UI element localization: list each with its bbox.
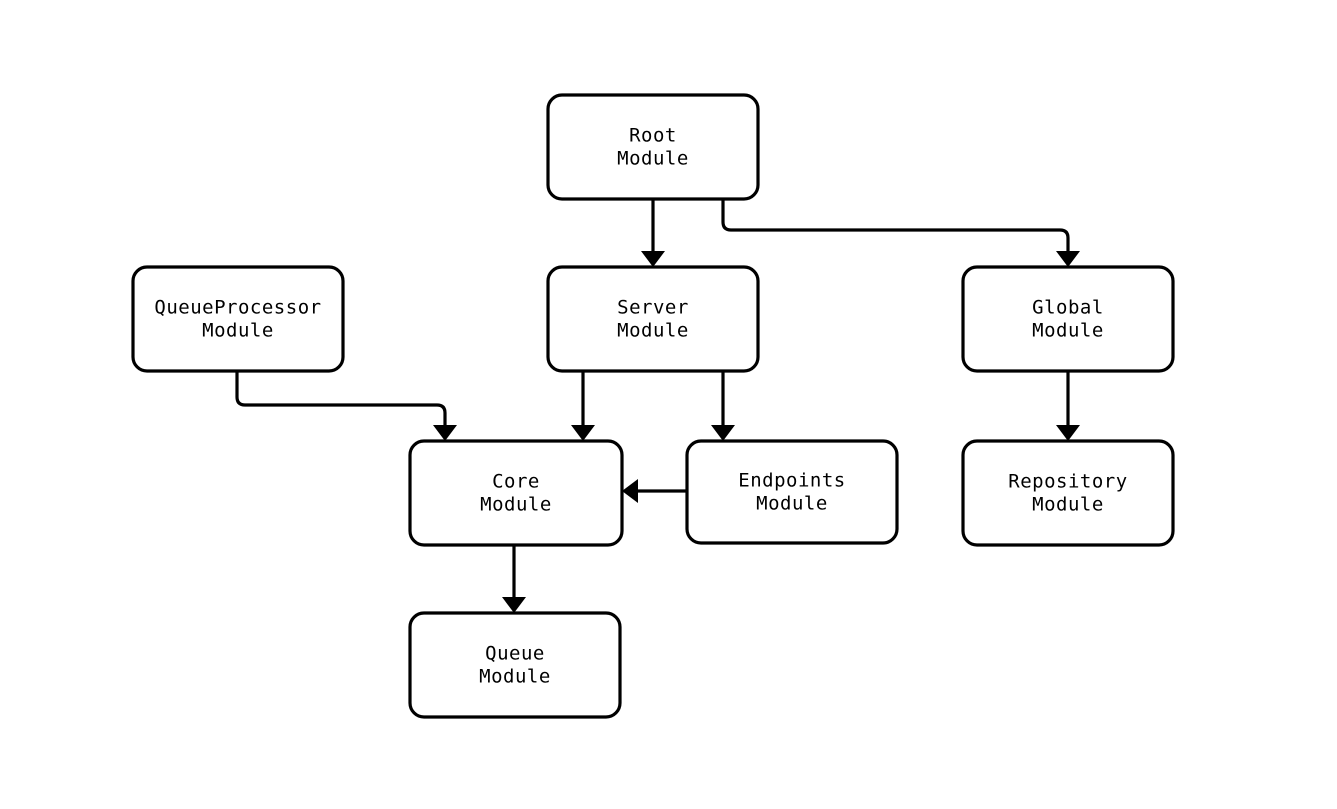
edge-root-to-global bbox=[721, 199, 1080, 267]
global-module-label-line2: Module bbox=[1032, 320, 1104, 342]
edge-endpoints-to-core-arrowhead-icon bbox=[622, 479, 638, 503]
nodes-layer: RootModuleQueueProcessorModuleServerModu… bbox=[131, 93, 1175, 719]
server-module-label-line1: Server bbox=[617, 297, 689, 319]
edge-root-to-server-arrowhead-icon bbox=[641, 251, 665, 267]
server-module-label-line2: Module bbox=[617, 320, 689, 342]
edge-global-to-repository bbox=[1056, 371, 1080, 441]
edge-core-to-queue bbox=[502, 545, 526, 613]
edge-queueprocessor-to-core-arrowhead-icon bbox=[433, 425, 457, 441]
edge-root-to-server bbox=[641, 199, 665, 267]
queueprocessor-module-label-line1: QueueProcessor bbox=[154, 297, 321, 319]
edge-core-to-queue-arrowhead-icon bbox=[502, 597, 526, 613]
edge-queueprocessor-to-core bbox=[235, 371, 457, 441]
root-module-label-line2: Module bbox=[617, 148, 689, 170]
server-module-box[interactable] bbox=[546, 265, 760, 373]
edges-layer bbox=[235, 199, 1080, 613]
queue-module-label-line2: Module bbox=[479, 666, 551, 688]
repository-module-label-line1: Repository bbox=[1008, 471, 1127, 493]
queue-module-label-line1: Queue bbox=[485, 643, 545, 665]
repository-module-label-line2: Module bbox=[1032, 494, 1104, 516]
core-module-label-line2: Module bbox=[480, 494, 552, 516]
edge-server-to-core-arrowhead-icon bbox=[571, 425, 595, 441]
core-module-box[interactable] bbox=[408, 439, 624, 547]
edge-queueprocessor-to-core-line bbox=[235, 371, 447, 426]
core-module-label-line1: Core bbox=[492, 471, 540, 493]
edge-root-to-global-arrowhead-icon bbox=[1056, 251, 1080, 267]
edge-global-to-repository-arrowhead-icon bbox=[1056, 425, 1080, 441]
edge-root-to-global-line bbox=[721, 199, 1070, 252]
edge-server-to-endpoints bbox=[711, 371, 735, 441]
edge-server-to-core bbox=[571, 371, 595, 441]
endpoints-module-box[interactable] bbox=[685, 439, 899, 545]
queueprocessor-module-label-line2: Module bbox=[202, 320, 274, 342]
edge-endpoints-to-core bbox=[622, 479, 687, 503]
endpoints-module-label-line1: Endpoints bbox=[738, 470, 845, 492]
root-module-label-line1: Root bbox=[629, 125, 677, 147]
queue-module-box[interactable] bbox=[408, 611, 622, 719]
endpoints-module-label-line2: Module bbox=[756, 493, 828, 515]
queueprocessor-module-box[interactable] bbox=[131, 265, 345, 373]
root-module-box[interactable] bbox=[546, 93, 760, 201]
global-module-label-line1: Global bbox=[1032, 297, 1104, 319]
repository-module-box[interactable] bbox=[961, 439, 1175, 547]
global-module-box[interactable] bbox=[961, 265, 1175, 373]
edge-server-to-endpoints-arrowhead-icon bbox=[711, 425, 735, 441]
